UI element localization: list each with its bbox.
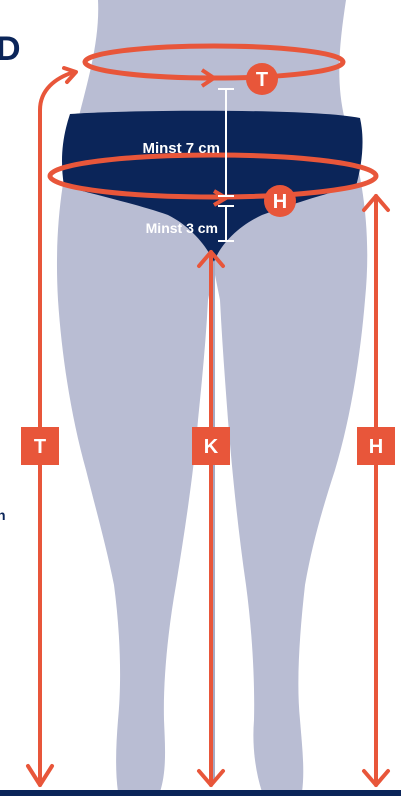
center-vertical-label: K xyxy=(192,427,230,465)
waist-marker-label: T xyxy=(256,69,268,91)
right-vertical-arrow xyxy=(364,196,388,785)
right-vertical-label: H xyxy=(357,427,395,465)
hip-marker: H xyxy=(264,185,296,217)
top-dimension-label: Minst 7 cm xyxy=(142,140,220,157)
hip-marker-label: H xyxy=(273,191,287,213)
cropped-heading-glyph: D xyxy=(0,30,21,68)
bottom-dimension-label: Minst 3 cm xyxy=(146,220,218,236)
right-vertical-label-text: H xyxy=(369,436,383,458)
floor-line xyxy=(0,790,401,796)
left-vertical-label-text: T xyxy=(34,436,46,458)
center-vertical-label-text: K xyxy=(204,436,219,458)
cropped-caption-glyph: n xyxy=(0,507,6,523)
left-vertical-label: T xyxy=(21,427,59,465)
waist-marker: T xyxy=(246,63,278,95)
